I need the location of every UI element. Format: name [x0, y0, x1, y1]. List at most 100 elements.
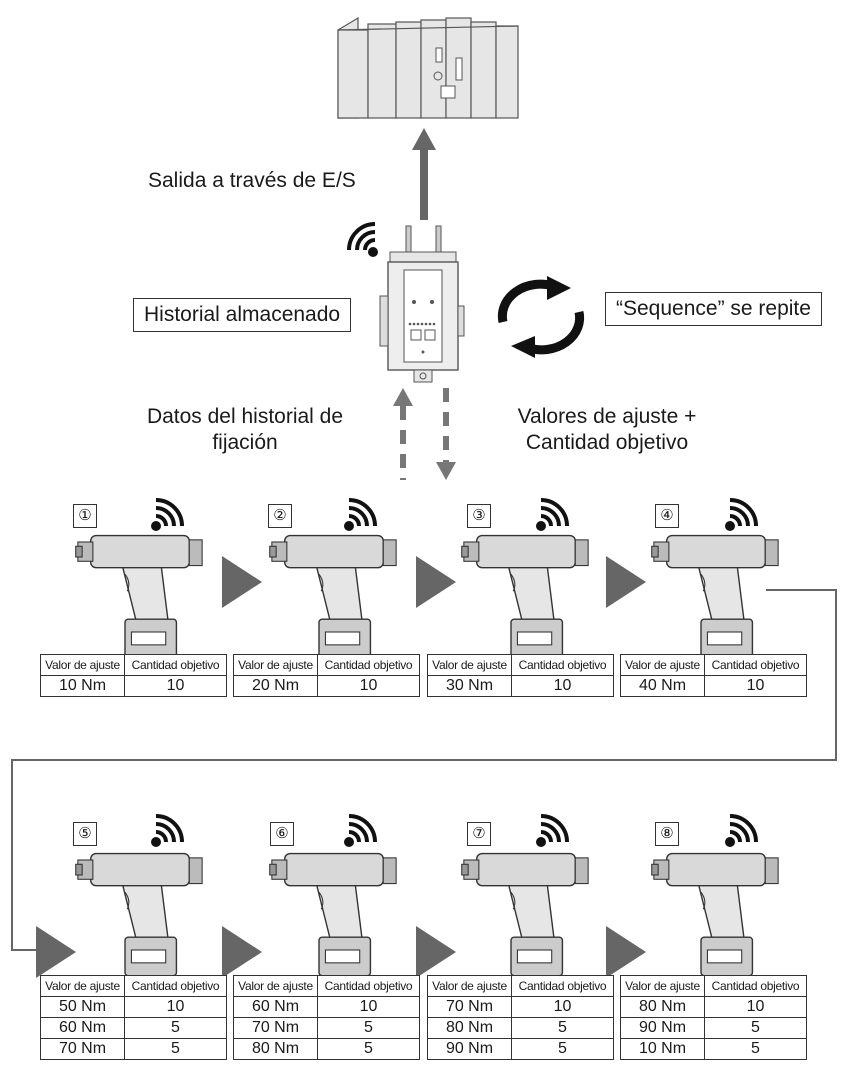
settings-label: Valores de ajuste + Cantidad objetivo	[517, 405, 697, 454]
setting-value: 40 Nm	[620, 675, 705, 697]
wifi-icon	[347, 222, 378, 257]
setting-value: 70 Nm	[427, 996, 512, 1018]
target-value: 10	[317, 996, 420, 1018]
impact-wrench-illustration	[461, 534, 589, 659]
target-value: 10	[511, 675, 614, 697]
setting-header: Valor de ajuste	[427, 975, 512, 997]
plc-illustration	[337, 16, 519, 119]
setting-header: Valor de ajuste	[620, 654, 705, 676]
step-number: ③	[467, 504, 491, 528]
target-value: 10	[317, 675, 420, 697]
impact-wrench-illustration	[75, 852, 203, 977]
step-number: ⑦	[467, 822, 491, 846]
target-value: 5	[511, 1017, 614, 1039]
step-number: ①	[73, 504, 97, 528]
impact-wrench-illustration	[651, 852, 779, 977]
step-arrow	[416, 556, 456, 608]
receiver-illustration	[379, 225, 465, 383]
target-header: Cantidad objetivo	[124, 975, 227, 997]
target-header: Cantidad objetivo	[704, 654, 807, 676]
target-header: Cantidad objetivo	[317, 654, 420, 676]
target-header: Cantidad objetivo	[511, 654, 614, 676]
setting-value: 30 Nm	[427, 675, 512, 697]
setting-header: Valor de ajuste	[233, 654, 318, 676]
setting-header: Valor de ajuste	[40, 975, 125, 997]
settings-arrow	[436, 388, 456, 480]
setting-header: Valor de ajuste	[427, 654, 512, 676]
setting-header: Valor de ajuste	[40, 654, 125, 676]
target-value: 5	[317, 1017, 420, 1039]
setting-value: 10 Nm	[620, 1038, 705, 1060]
impact-wrench-illustration	[269, 534, 397, 659]
output-arrow	[412, 128, 436, 220]
setting-value: 60 Nm	[233, 996, 318, 1018]
row-connector	[11, 589, 837, 951]
target-value: 5	[704, 1038, 807, 1060]
step-arrow	[222, 556, 262, 608]
setting-value: 80 Nm	[620, 996, 705, 1018]
target-header: Cantidad objetivo	[317, 975, 420, 997]
target-value: 10	[124, 996, 227, 1018]
step-number: ⑤	[73, 822, 97, 846]
impact-wrench-illustration	[461, 852, 589, 977]
target-value: 5	[317, 1038, 420, 1060]
target-value: 10	[704, 996, 807, 1018]
target-value: 5	[124, 1038, 227, 1060]
setting-value: 20 Nm	[233, 675, 318, 697]
sequence-repeat-label: “Sequence” se repite	[605, 292, 822, 326]
step-arrow	[606, 926, 646, 978]
history-data-label: Datos del historial de fijación	[146, 405, 344, 454]
setting-value: 90 Nm	[427, 1038, 512, 1060]
target-value: 10	[511, 996, 614, 1018]
setting-header: Valor de ajuste	[620, 975, 705, 997]
target-header: Cantidad objetivo	[511, 975, 614, 997]
target-value: 10	[704, 675, 807, 697]
setting-value: 70 Nm	[40, 1038, 125, 1060]
impact-wrench-illustration	[651, 534, 779, 659]
setting-value: 50 Nm	[40, 996, 125, 1018]
target-value: 5	[511, 1038, 614, 1060]
step-arrow	[416, 926, 456, 978]
step-number: ⑧	[655, 822, 679, 846]
impact-wrench-illustration	[75, 534, 203, 659]
repeat-cycle-icon	[497, 276, 585, 358]
output-label: Salida a través de E/S	[148, 169, 356, 192]
step-arrow	[222, 926, 262, 978]
setting-value: 80 Nm	[427, 1017, 512, 1039]
impact-wrench-illustration	[269, 852, 397, 977]
target-value: 5	[124, 1017, 227, 1039]
setting-value: 10 Nm	[40, 675, 125, 697]
step-arrow	[36, 926, 76, 978]
step-number: ⑥	[270, 822, 294, 846]
history-stored-label: Historial almacenado	[133, 298, 352, 332]
setting-value: 60 Nm	[40, 1017, 125, 1039]
setting-value: 70 Nm	[233, 1017, 318, 1039]
history-data-arrow	[393, 388, 413, 480]
target-header: Cantidad objetivo	[704, 975, 807, 997]
target-value: 10	[124, 675, 227, 697]
setting-header: Valor de ajuste	[233, 975, 318, 997]
